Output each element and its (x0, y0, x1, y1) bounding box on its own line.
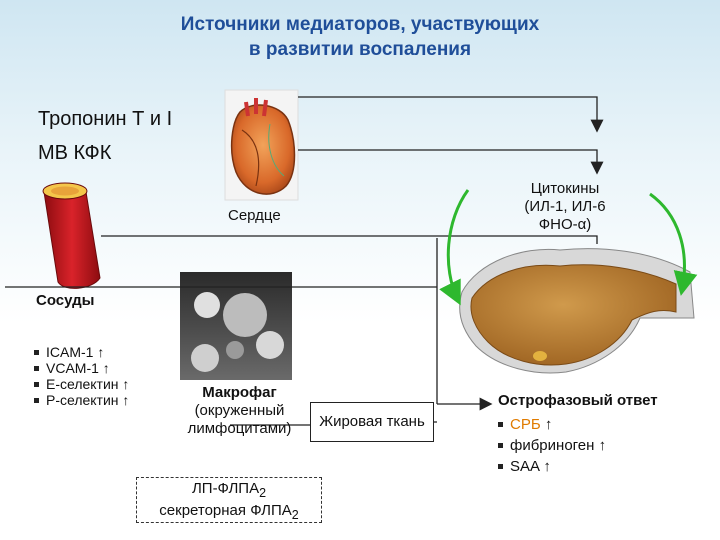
lp-pla2-box: ЛП-ФЛПА2 секреторная ФЛПА2 (136, 477, 322, 523)
list-item: фибриноген ↑ (498, 435, 606, 456)
liver-image (459, 248, 695, 374)
heart-image (224, 89, 299, 201)
list-item: Р-селектин ↑ (34, 392, 129, 408)
adipose-tissue-box: Жировая ткань (310, 402, 434, 442)
macrophage-label: Макрофаг (окруженный лимфоцитами) (172, 384, 307, 438)
acute-phase-title: Острофазовый ответ (498, 392, 658, 409)
list-item: Е-селектин ↑ (34, 376, 129, 392)
list-item: VCAM-1 ↑ (34, 360, 129, 376)
list-item: ICAM-1 ↑ (34, 344, 129, 360)
troponin-line-1: Тропонин Т и I (38, 108, 173, 130)
list-item: СРБ ↑ (498, 414, 606, 435)
alpha-symbol: α (577, 216, 587, 233)
troponin-label: Тропонин Т и I МВ КФК (38, 102, 172, 170)
macrophage-title: Макрофаг (202, 384, 277, 401)
acute-phase-list: СРБ ↑ фибриноген ↑ SAA ↑ (498, 414, 606, 477)
heart-label: Сердце (228, 207, 281, 224)
cytokines-line-1: Цитокины (530, 180, 600, 197)
vessel-image (42, 182, 101, 289)
vessels-label: Сосуды (36, 292, 95, 309)
troponin-line-2: МВ КФК (38, 142, 112, 164)
vessel-marker-list: ICAM-1 ↑ VCAM-1 ↑ Е-селектин ↑ Р-селекти… (34, 344, 129, 408)
cytokines-line-2: (ИЛ-1, ИЛ-6 (524, 198, 606, 215)
slide-title: Источники медиаторов, участвующих в разв… (0, 12, 720, 62)
list-item: SAA ↑ (498, 456, 606, 477)
title-line-1: Источники медиаторов, участвующих (180, 14, 540, 35)
cytokines-label: Цитокины (ИЛ-1, ИЛ-6 ФНО-α) (505, 180, 625, 234)
title-line-2: в развитии воспаления (248, 39, 472, 60)
macrophage-image (180, 272, 292, 380)
cytokines-line-3: ФНО-α) (538, 216, 592, 233)
